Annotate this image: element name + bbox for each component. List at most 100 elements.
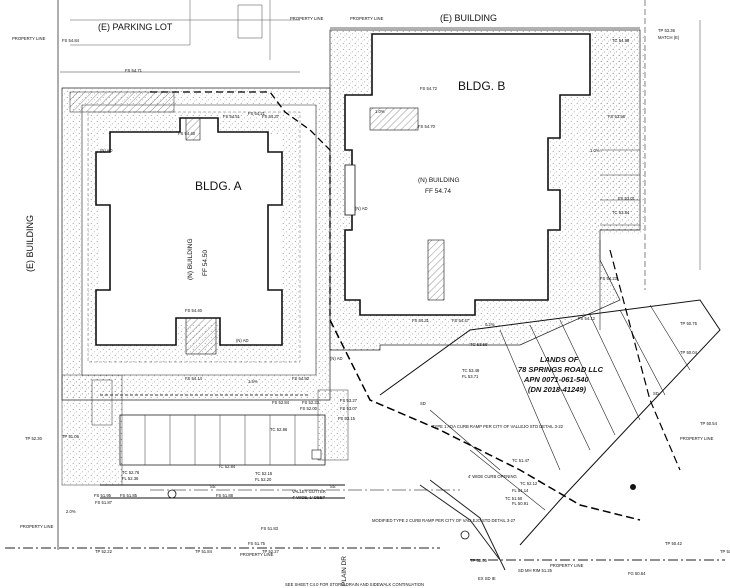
elevation-callout: TP 51.82 [720,549,730,554]
bldg-b-subtitle: (N) BUILDING [418,177,460,184]
elevation-callout: FL 53.71 [462,374,479,379]
lands-line-4: (DN 2018-41249) [528,385,586,394]
elevation-callout: FG 50.64 [628,571,646,576]
elevation-callout: FS 53.27 [340,398,358,403]
elevation-callout: TP 50.42 [665,541,683,546]
elevation-callout: TC 53.84 [612,210,630,215]
slope-label-1: 1.5% [248,379,258,384]
elevation-callout: TP 51.84 [195,549,213,554]
na-label-1: (N) AD [100,148,113,153]
elevation-callout: TP 52.27 [262,549,280,554]
elevation-callout: FL 52.36 [122,476,139,481]
property-line-label-5: PROPERTY LINE [240,552,274,557]
sd-label-1: SD [420,401,426,406]
elevation-callout: FL 50.91 [512,501,529,506]
elevation-callout: FS 51.87 [95,500,113,505]
elevation-callout: FS 54.21 [248,111,266,116]
lands-line-1: LANDS OF [540,355,579,364]
elevation-callout: TC 52.12 [520,481,538,486]
property-line-label-7: PROPERTY LINE [680,436,714,441]
valley-gutter-dim: 4' WIDE, 1' DEEP [292,495,325,500]
building-a [95,117,283,355]
elevation-callout: FS 52.00 [300,406,318,411]
valley-gutter-label: VALLEY GUTTER [292,489,326,494]
property-line-label-1: PROPERTY LINE [12,36,46,41]
bldg-a-label: BLDG. A [195,179,242,193]
slope-label-2: 0.2% [485,322,495,327]
elevation-callout: SD MH RIM 51.25 [518,568,553,573]
elevation-callout: FS 51.88 [216,493,234,498]
elevation-callout: FS 54.51 [223,114,241,119]
na-label-4: (N) AD [330,356,343,361]
elevation-callout: FS 52.84 [272,400,290,405]
plan-labels: (E) PARKING LOT (E) BUILDING (E) BUILDIN… [12,13,714,587]
curb-opening-note: 4' WIDE CURB OPENING [468,474,517,479]
elevation-callout: FL 52.20 [255,477,272,482]
elevation-callout: FS 54.70 [418,124,436,129]
utility-lines [100,91,681,571]
elevation-callout: FS 54.72 [420,86,438,91]
curb-ramp-note: TYPE 1 ADA CURB RAMP PER CITY OF VALLEJO… [432,424,564,429]
elevation-callout: TC 53.56 [470,342,488,347]
parking-stalls-diagonal [379,149,721,546]
parking-lot-label: (E) PARKING LOT [98,22,173,32]
ss-label-1: SS [210,484,216,489]
street-label: PLAIN DR [341,556,348,586]
elevation-callout: FL 51.14 [512,488,529,493]
elevation-callout: FS 54.12 [578,316,596,321]
elevation-callout: FS 54.23 [600,276,618,281]
building-b [344,33,591,316]
building-left-label: (E) BUILDING [25,215,35,272]
sd-label-2: SD [653,391,659,396]
slope-label-3: 2.0% [66,509,76,514]
elevation-callout: TP 52.55 [470,558,488,563]
elevation-callout: TC 54.98 [612,38,630,43]
elevation-callout: FS 51.75 [248,541,266,546]
lands-line-3: APN 0071-061-540 [523,375,589,384]
parking-stalls-bottom [100,414,345,499]
elevation-callout: EX SD IE [478,576,496,581]
elevation-callout: FS 54.14 [185,376,203,381]
elevation-callout: FS 53.56 [608,114,626,119]
elevation-callout: FS 53.07 [340,406,358,411]
bldg-b-label: BLDG. B [458,79,505,93]
elevation-callout: TP 52.22 [95,549,113,554]
elevation-callout: TC 52.84 [218,464,236,469]
bottom-note: SEE SHEET C4.0 FOR STORM DRAIN AND SIDEW… [285,582,424,587]
bldg-a-floor-elevation: FF 54.50 [202,250,209,276]
building-top-label: (E) BUILDING [440,13,497,23]
elevation-callout: FS 54.48 [178,131,196,136]
elevation-callout: FS 54.40 [185,308,203,313]
lands-line-2: 78 SPRINGS ROAD LLC [518,365,604,374]
elevation-callout: TC 52.15 [255,471,273,476]
slope-label-4: 1.0% [375,109,385,114]
existing-parking-lot [60,0,300,73]
elevation-callout: FS 51.95 [94,493,112,498]
elevation-callout: FS 54.37 [262,114,280,119]
property-line-label-2: PROPERTY LINE [290,16,324,21]
elevation-callout: FS 54.50 [292,376,310,381]
property-line-label-6: PROPERTY LINE [550,563,584,568]
parking-stalls-top [69,91,175,113]
elevation-callout: FS 54.71 [125,68,143,73]
bldg-b-floor-elevation: FF 54.74 [425,188,451,195]
elevation-callout: MATCH (E) [658,35,680,40]
ss-label-2: SS [330,484,336,489]
elevation-callout: FS 53.15 [338,416,356,421]
site-structures [91,379,636,540]
na-label-2: (N) AD [236,338,249,343]
slope-label-5: 1.0% [590,148,600,153]
elevation-callout: FS 52.33 [302,400,320,405]
elevation-callout: FS 51.85 [120,493,138,498]
elevation-callout: TC 51.50 [505,496,523,501]
elevation-callout: TC 51.47 [512,458,530,463]
na-label-3: (N) AD [355,206,368,211]
elevation-callout: TP 50.04 [680,350,698,355]
elevation-callout: FS 54.31 [412,318,430,323]
property-line-label-4: PROPERTY LINE [20,524,54,529]
elevation-callout: TC 52.86 [270,427,288,432]
elevation-callout: FS 51.83 [261,526,279,531]
elevation-callout: TP 50.54 [700,421,718,426]
